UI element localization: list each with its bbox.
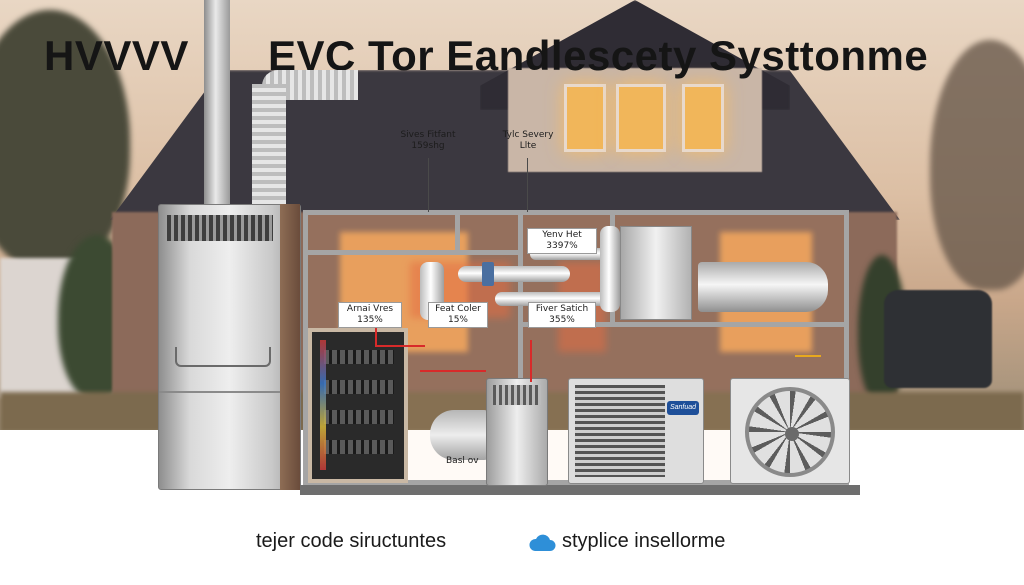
house-window	[564, 84, 606, 152]
parked-car	[884, 290, 992, 388]
ac-fan-unit	[730, 378, 850, 484]
callout-line: Feat Coler	[435, 304, 481, 314]
callout-line: 159shg	[411, 141, 445, 151]
relay-bank	[324, 440, 394, 454]
frame-divider	[523, 322, 849, 327]
red-leader-line	[375, 345, 425, 347]
expansion-tank	[620, 226, 692, 320]
furnace-unit	[158, 204, 301, 490]
callout-line: Llte	[519, 141, 537, 151]
relay-bank	[324, 380, 394, 394]
callout-line: 355%	[549, 315, 575, 325]
leader-line	[527, 158, 528, 212]
callout-sives-fitfant: Sives Fitfant 159shg	[398, 130, 458, 152]
callout-line: Tylc Severy	[502, 130, 554, 140]
footer-right-text: styplice insellorme	[562, 530, 726, 552]
callout-feat-coler: Feat Coler 15%	[428, 302, 488, 328]
callout-arnai-vres: Arnai Vres 135%	[338, 302, 402, 328]
callout-line: 135%	[357, 315, 383, 325]
condenser-unit: Sanfuad	[568, 378, 704, 484]
fan-icon	[745, 387, 835, 477]
cloud-icon	[529, 534, 556, 551]
furnace-side-panel	[280, 204, 300, 490]
house-window	[616, 84, 666, 152]
callout-fiver-satich: Fiver Satich 355%	[528, 302, 596, 328]
callout-line: Sives Fitfant	[400, 130, 456, 140]
title-left: HVVVV	[44, 32, 189, 79]
supply-pipe	[458, 266, 570, 282]
frame-divider	[455, 210, 460, 254]
house-window	[682, 84, 724, 152]
furnace-vent	[167, 215, 273, 241]
callout-line: 3397%	[546, 241, 578, 251]
pipe-coupler	[482, 262, 494, 286]
furnace-panel-seam	[159, 391, 300, 393]
footer-left-text: tejer code siructuntes	[256, 530, 447, 552]
red-leader-line	[420, 370, 486, 372]
chimney-pipe	[204, 0, 230, 205]
callout-yenv-het: Yenv Het 3397%	[527, 228, 597, 254]
callout-line: Arnai Vres	[346, 304, 394, 314]
brand-badge: Sanfuad	[667, 401, 699, 415]
red-leader-line	[375, 325, 377, 347]
title-right: EVC Tor Eandlescety Systtonme	[268, 32, 929, 79]
condenser-grille	[575, 385, 665, 477]
red-leader-line	[530, 340, 532, 382]
callout-tylc-severy: Tylc Severy Llte	[496, 130, 560, 152]
relay-bank	[324, 350, 394, 364]
air-handler-unit	[486, 378, 548, 486]
relay-bank	[324, 410, 394, 424]
yellow-arrow-line	[795, 355, 821, 357]
frame-divider	[303, 250, 523, 255]
humidifier-unit	[430, 410, 490, 460]
background-tree	[0, 10, 130, 270]
flex-duct	[252, 84, 286, 204]
callout-basl-ov: Basl ov	[446, 456, 479, 466]
background-tree	[930, 40, 1024, 290]
leader-line	[428, 158, 429, 212]
blower-housing	[698, 262, 828, 312]
wiring-harness	[320, 340, 326, 470]
riser-pipe	[600, 226, 620, 312]
furnace-handle	[175, 347, 271, 367]
equipment-base	[300, 485, 860, 495]
callout-line: Yenv Het	[542, 230, 582, 240]
callout-line: 15%	[447, 315, 468, 325]
callout-line: Fiver Satich	[535, 304, 589, 314]
